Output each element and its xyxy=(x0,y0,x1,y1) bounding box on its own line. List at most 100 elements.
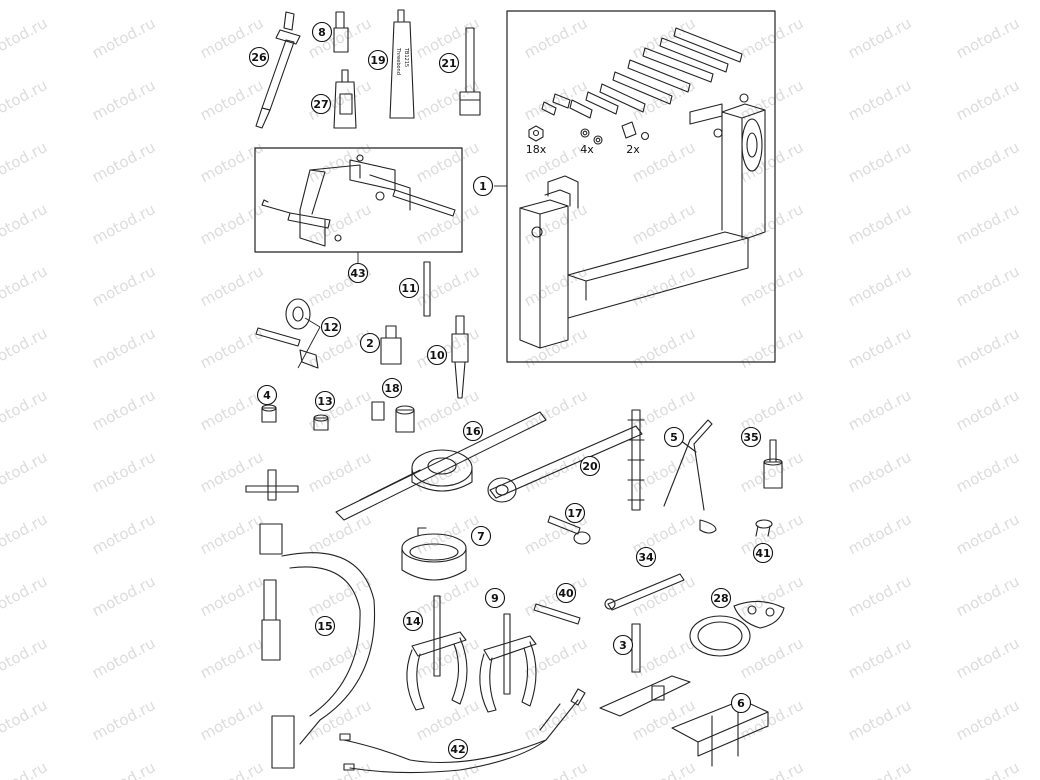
callout-6: 6 xyxy=(730,692,752,714)
watermark-text: motod.ru xyxy=(413,138,482,186)
tool-42 xyxy=(339,688,586,774)
callout-5: 5 xyxy=(663,426,685,448)
watermark-text: motod.ru xyxy=(197,138,266,186)
watermark-text: motod.ru xyxy=(413,324,482,372)
quantity-4x: 4x xyxy=(580,143,594,156)
watermark-text: motod.ru xyxy=(737,448,806,496)
watermark-text: motod.ru xyxy=(0,448,50,496)
watermark-text: motod.ru xyxy=(521,14,590,62)
callout-18: 18 xyxy=(381,377,403,399)
callout-circle xyxy=(730,692,752,714)
tool-11 xyxy=(423,261,431,317)
watermark-text: motod.ru xyxy=(737,262,806,310)
callout-8: 8 xyxy=(311,21,333,43)
watermark-text: motod.ru xyxy=(737,572,806,620)
quantity-18x: 18x xyxy=(526,143,547,156)
callout-16: 16 xyxy=(462,420,484,442)
tool-40 xyxy=(533,603,581,625)
tool-8 xyxy=(333,11,349,53)
watermark-text: motod.ru xyxy=(89,138,158,186)
callout-number: 6 xyxy=(737,697,745,710)
watermark-text: motod.ru xyxy=(89,572,158,620)
watermark-text: motod.ru xyxy=(845,76,914,124)
watermark-text: motod.ru xyxy=(0,386,50,434)
leader-lines xyxy=(297,185,507,369)
watermark-text: motod.ru xyxy=(197,262,266,310)
watermark-text: motod.ru xyxy=(0,262,50,310)
watermark-text: motod.ru xyxy=(737,758,806,780)
watermark-text: motod.ru xyxy=(953,76,1022,124)
callout-number: 4 xyxy=(263,389,271,402)
tool-6 xyxy=(671,699,769,767)
watermark-text: motod.ru xyxy=(0,200,50,248)
callout-circle xyxy=(740,426,762,448)
watermark-text: motod.ru xyxy=(953,200,1022,248)
callout-number: 5 xyxy=(670,431,678,444)
alignment-tool-43 xyxy=(261,154,456,247)
watermark-text: motod.ru xyxy=(0,634,50,682)
watermark-text: motod.ru xyxy=(953,386,1022,434)
watermark-text: motod.ru xyxy=(953,696,1022,744)
callout-circle xyxy=(256,384,278,406)
callout-circle xyxy=(310,93,332,115)
callout-circle xyxy=(663,426,685,448)
callout-41: 41 xyxy=(752,542,774,564)
tube-label-line1: Threebond xyxy=(395,47,401,75)
callout-20: 20 xyxy=(579,455,601,477)
watermark-text: motod.ru xyxy=(89,386,158,434)
callout-34: 34 xyxy=(635,546,657,568)
watermark-text: motod.ru xyxy=(521,572,590,620)
tool-7 xyxy=(401,527,467,581)
watermark-text: motod.ru xyxy=(521,262,590,310)
watermark-text: motod.ru xyxy=(737,324,806,372)
callout-layer: 1234567891011121314151617181920212627283… xyxy=(248,21,774,760)
tool-5 xyxy=(663,419,713,511)
callout-circle xyxy=(710,587,732,609)
callout-1: 1 xyxy=(472,175,494,197)
callout-number: 35 xyxy=(743,431,758,444)
watermark-text: motod.ru xyxy=(0,14,50,62)
callout-number: 19 xyxy=(370,54,385,67)
callout-43: 43 xyxy=(347,262,369,284)
callout-number: 3 xyxy=(619,639,627,652)
watermark-text: motod.ru xyxy=(305,386,374,434)
callout-circle xyxy=(564,502,586,524)
tool-18 xyxy=(371,401,415,433)
watermark-text: motod.ru xyxy=(953,634,1022,682)
watermark-text: motod.ru xyxy=(521,324,590,372)
watermark-text: motod.ru xyxy=(305,634,374,682)
callout-circle xyxy=(462,420,484,442)
tool-15 xyxy=(245,469,376,769)
watermark-text: motod.ru xyxy=(89,200,158,248)
watermark-text: motod.ru xyxy=(305,758,374,780)
callout-number: 8 xyxy=(318,26,326,39)
callout-number: 2 xyxy=(366,337,374,350)
watermark-text: motod.ru xyxy=(521,200,590,248)
tool-27 xyxy=(333,69,357,129)
watermark-text: motod.ru xyxy=(953,510,1022,558)
callout-number: 18 xyxy=(384,382,399,395)
watermark-text: motod.ru xyxy=(845,324,914,372)
callout-circle xyxy=(381,377,403,399)
watermark-text: motod.ru xyxy=(89,14,158,62)
callout-number: 40 xyxy=(558,587,574,600)
tool-20 xyxy=(487,409,645,511)
watermark-text: motod.ru xyxy=(845,510,914,558)
tool-14 xyxy=(406,595,468,711)
callout-circle xyxy=(402,610,424,632)
callout-19: 19 xyxy=(367,49,389,71)
watermark-text: motod.ru xyxy=(197,448,266,496)
watermark-text: motod.ru xyxy=(953,758,1022,780)
callout-number: 14 xyxy=(405,615,421,628)
callout-17: 17 xyxy=(564,502,586,524)
watermark-text: motod.ru xyxy=(305,510,374,558)
watermark-text: motod.ru xyxy=(0,572,50,620)
callout-circle xyxy=(320,316,342,338)
watermark-text: motod.ru xyxy=(413,696,482,744)
tool-35 xyxy=(763,439,783,489)
tool-4 xyxy=(261,404,277,423)
callout-number: 26 xyxy=(251,51,267,64)
engine-stand-frame xyxy=(519,27,766,349)
watermark-text: motod.ru xyxy=(0,76,50,124)
